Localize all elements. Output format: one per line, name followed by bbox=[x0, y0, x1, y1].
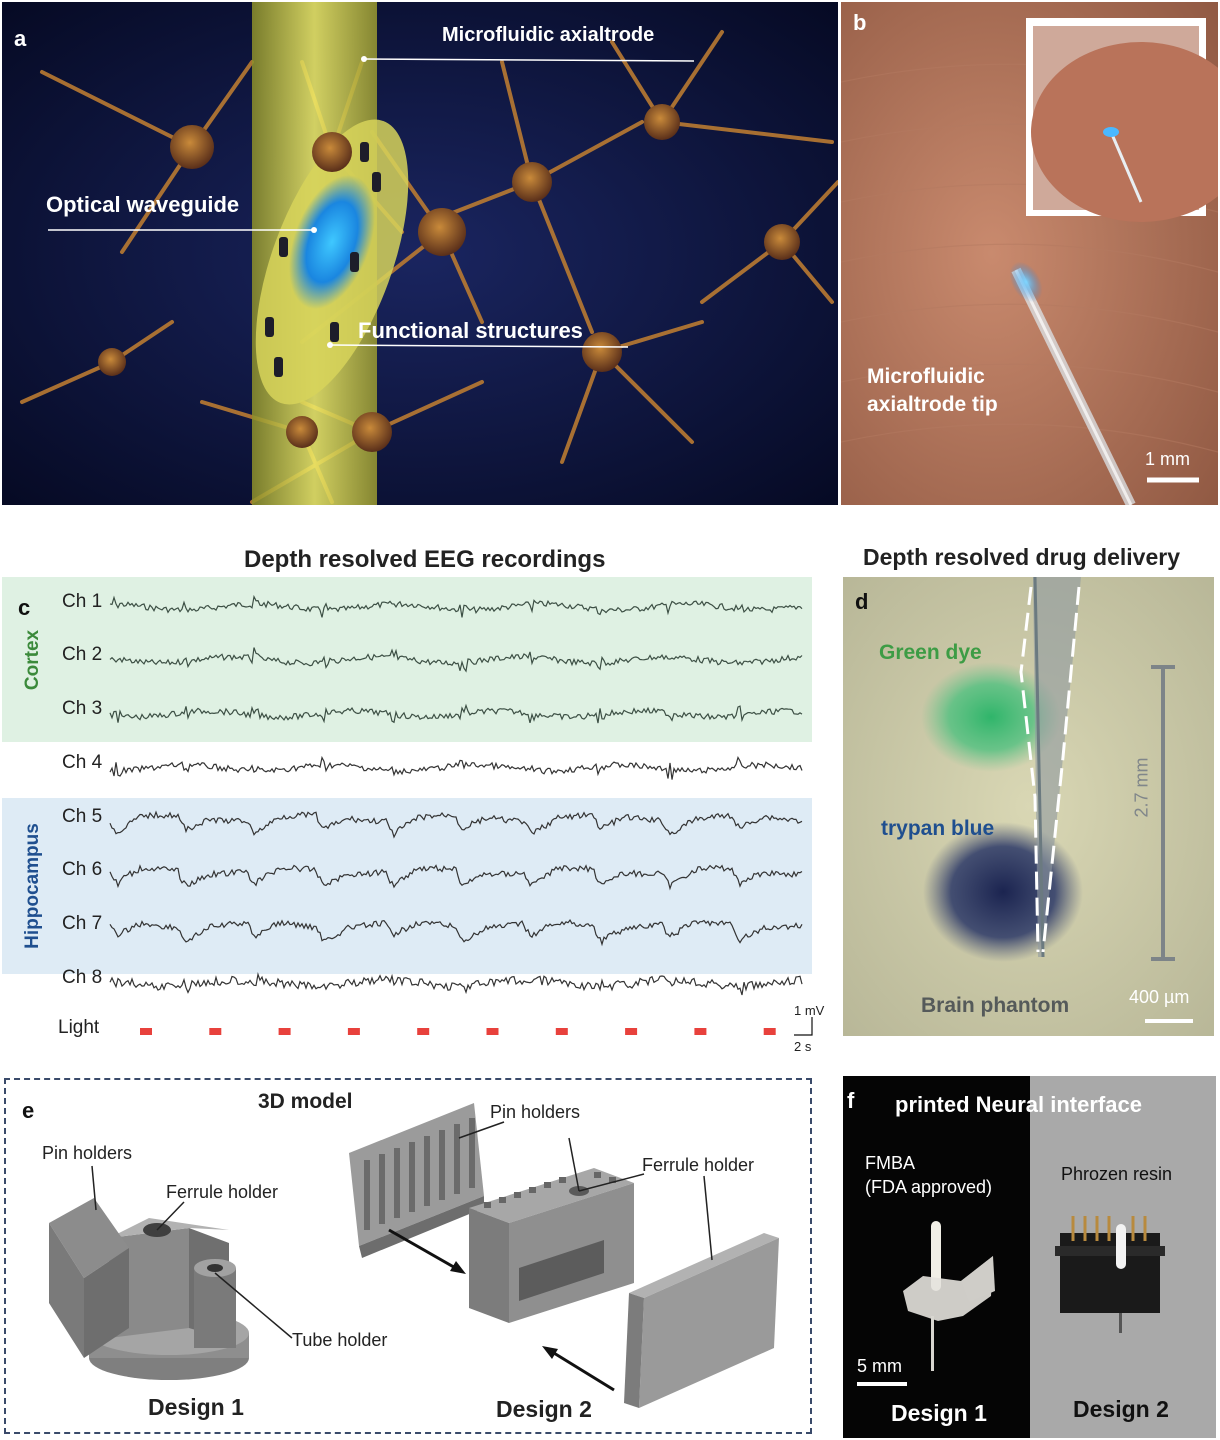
channel-label-8: Ch 8 bbox=[62, 967, 103, 988]
label-microfluidic-axialtrode: Microfluidic axialtrode bbox=[442, 24, 655, 46]
eeg-title: Depth resolved EEG recordings bbox=[244, 546, 606, 573]
panel-a: a Microfluidic axialtrode Optical wavegu… bbox=[2, 2, 838, 505]
panel-d: d Green dye trypan blue 2.7 mm Brain pha… bbox=[843, 577, 1214, 1036]
design1-model bbox=[49, 1198, 249, 1380]
light-pulse bbox=[140, 1028, 152, 1035]
label-axialtrode-tip-line1: Microfluidic bbox=[867, 365, 985, 388]
channel-label-6: Ch 6 bbox=[62, 859, 103, 880]
light-pulse bbox=[278, 1028, 291, 1035]
label-design2: Design 2 bbox=[1073, 1396, 1169, 1422]
title-printed-neural-interface: printed Neural interface bbox=[895, 1092, 1142, 1117]
label-trypan-blue: trypan blue bbox=[881, 817, 995, 840]
d1-pin-holders: Pin holders bbox=[42, 1143, 133, 1163]
eeg-trace-ch6 bbox=[109, 864, 803, 891]
printed-design1 bbox=[903, 1221, 995, 1371]
d2-pin-holders: Pin holders bbox=[490, 1102, 581, 1122]
inset-finger-photo bbox=[1026, 18, 1218, 222]
scale-bar-c bbox=[794, 1017, 813, 1036]
design2-model bbox=[349, 1103, 779, 1408]
label-axialtrode-tip-line2: axialtrode tip bbox=[867, 393, 998, 416]
light-pulse bbox=[694, 1028, 707, 1035]
d2-name: Design 2 bbox=[496, 1396, 592, 1422]
d1-tube-holder: Tube holder bbox=[292, 1330, 388, 1350]
light-pulse bbox=[555, 1028, 568, 1035]
label-depth: 2.7 mm bbox=[1131, 757, 1152, 818]
panel-letter-f: f bbox=[847, 1088, 855, 1113]
channel-label-2: Ch 2 bbox=[62, 644, 103, 665]
light-pulse bbox=[625, 1028, 638, 1035]
panel-letter-c: c bbox=[18, 595, 31, 620]
channel-label-1: Ch 1 bbox=[62, 591, 103, 612]
light-pulse bbox=[417, 1028, 430, 1035]
neuron-illustration bbox=[2, 2, 838, 505]
light-pulse bbox=[486, 1028, 499, 1035]
label-fmba: FMBA bbox=[865, 1153, 916, 1173]
label-fda-approved: (FDA approved) bbox=[865, 1177, 993, 1197]
scale-label-f: 5 mm bbox=[857, 1356, 902, 1376]
hippocampus-region bbox=[2, 798, 812, 974]
panel-letter-d: d bbox=[855, 589, 869, 614]
eeg-trace-ch7 bbox=[109, 919, 803, 947]
eeg-trace-ch8 bbox=[109, 972, 803, 996]
scale-label-mv: 1 mV bbox=[794, 1003, 825, 1018]
channel-label-5: Ch 5 bbox=[62, 806, 103, 827]
label-design1: Design 1 bbox=[891, 1400, 987, 1426]
panel-f: f printed Neural interface FMBA (FDA app… bbox=[843, 1076, 1216, 1438]
title-3d-model: 3D model bbox=[258, 1090, 353, 1113]
eeg-trace-ch5 bbox=[109, 810, 803, 839]
scale-label-b: 1 mm bbox=[1145, 449, 1190, 469]
eeg-trace-ch3 bbox=[109, 703, 803, 724]
d2-ferrule-holder: Ferrule holder bbox=[642, 1155, 755, 1175]
scale-label-d: 400 µm bbox=[1129, 987, 1190, 1007]
panel-letter-b: b bbox=[853, 10, 867, 35]
finger-photo bbox=[841, 2, 1218, 505]
label-brain-phantom: Brain phantom bbox=[921, 994, 1070, 1017]
panel-letter-e: e bbox=[22, 1098, 35, 1123]
label-green-dye: Green dye bbox=[879, 641, 982, 664]
label-optical-waveguide: Optical waveguide bbox=[46, 192, 240, 217]
panel-b: b Microfluidic axialtrode tip 1 mm bbox=[841, 2, 1218, 505]
eeg-trace-ch2 bbox=[109, 647, 803, 673]
channel-label-3: Ch 3 bbox=[62, 698, 103, 719]
scale-label-s: 2 s bbox=[794, 1039, 812, 1054]
d1-ferrule-holder: Ferrule holder bbox=[166, 1182, 279, 1202]
label-phrozen-resin: Phrozen resin bbox=[1061, 1164, 1173, 1184]
label-functional-structures: Functional structures bbox=[358, 318, 583, 343]
eeg-trace-ch1 bbox=[109, 594, 803, 618]
brain-phantom-photo bbox=[843, 577, 1214, 1036]
light-pulse bbox=[209, 1028, 222, 1035]
cad-models bbox=[49, 1103, 779, 1408]
panel-c: c Cortex Hippocampus Ch 1 Ch 2 Ch 3 Ch 4… bbox=[2, 577, 836, 1057]
eeg-trace-ch4 bbox=[109, 755, 803, 780]
light-pulse bbox=[347, 1028, 360, 1035]
eeg-traces bbox=[109, 594, 813, 1036]
channel-label-4: Ch 4 bbox=[62, 752, 103, 773]
drug-delivery-title: Depth resolved drug delivery bbox=[863, 544, 1180, 570]
channel-label-7: Ch 7 bbox=[62, 913, 103, 934]
light-pulse bbox=[763, 1028, 776, 1035]
printed-design2 bbox=[1055, 1216, 1165, 1333]
light-label: Light bbox=[58, 1017, 100, 1038]
printed-devices-photo bbox=[857, 1216, 1165, 1386]
panel-e: e 3D model Pin holders Ferrule holder Tu… bbox=[4, 1078, 812, 1434]
d1-name: Design 1 bbox=[148, 1394, 244, 1420]
panel-letter-a: a bbox=[14, 26, 27, 51]
